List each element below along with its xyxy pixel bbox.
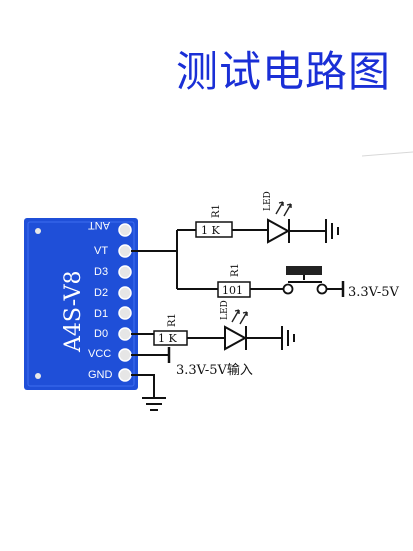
power-input-label: 3.3V-5V输入 (176, 362, 253, 378)
pin-label-d2: D2 (94, 287, 108, 299)
pin-label-ant: ANT (88, 219, 110, 231)
vt-wire (131, 229, 218, 290)
pin-label-gnd: GND (88, 369, 113, 381)
led-top-label: LED (263, 191, 273, 211)
mount-hole (35, 228, 41, 234)
module-board: A4S-V8 ANT VT D3 D2 D1 D0 VCC GND (24, 218, 138, 390)
resistor-mid-ref: R1 (230, 263, 241, 277)
faint-line (361, 151, 413, 157)
pin-label-d3: D3 (94, 266, 108, 278)
switch-supply-label: 3.3V-5V (348, 285, 400, 300)
resistor-top-ref: R1 (211, 204, 222, 218)
ground-main (142, 397, 166, 411)
push-button (282, 266, 328, 295)
gnd-wire (131, 374, 155, 398)
pin-label-vcc: VCC (88, 348, 111, 360)
module-name: A4S-V8 (61, 271, 86, 353)
pin-label-d0: D0 (94, 328, 108, 340)
resistor-bot-value: 1 K (158, 332, 177, 345)
mount-hole (35, 373, 41, 379)
resistor-bot-ref: R1 (167, 313, 178, 327)
ground-top (325, 219, 339, 243)
resistor-top-value: 1 K (201, 224, 220, 237)
resistor-mid-value: 101 (222, 284, 243, 297)
pin-label-vt: VT (94, 245, 108, 257)
pin-label-d1: D1 (94, 308, 108, 320)
ground-bot (281, 326, 295, 350)
led-bot-label: LED (220, 300, 230, 320)
page-title: 测试电路图 (176, 47, 392, 96)
